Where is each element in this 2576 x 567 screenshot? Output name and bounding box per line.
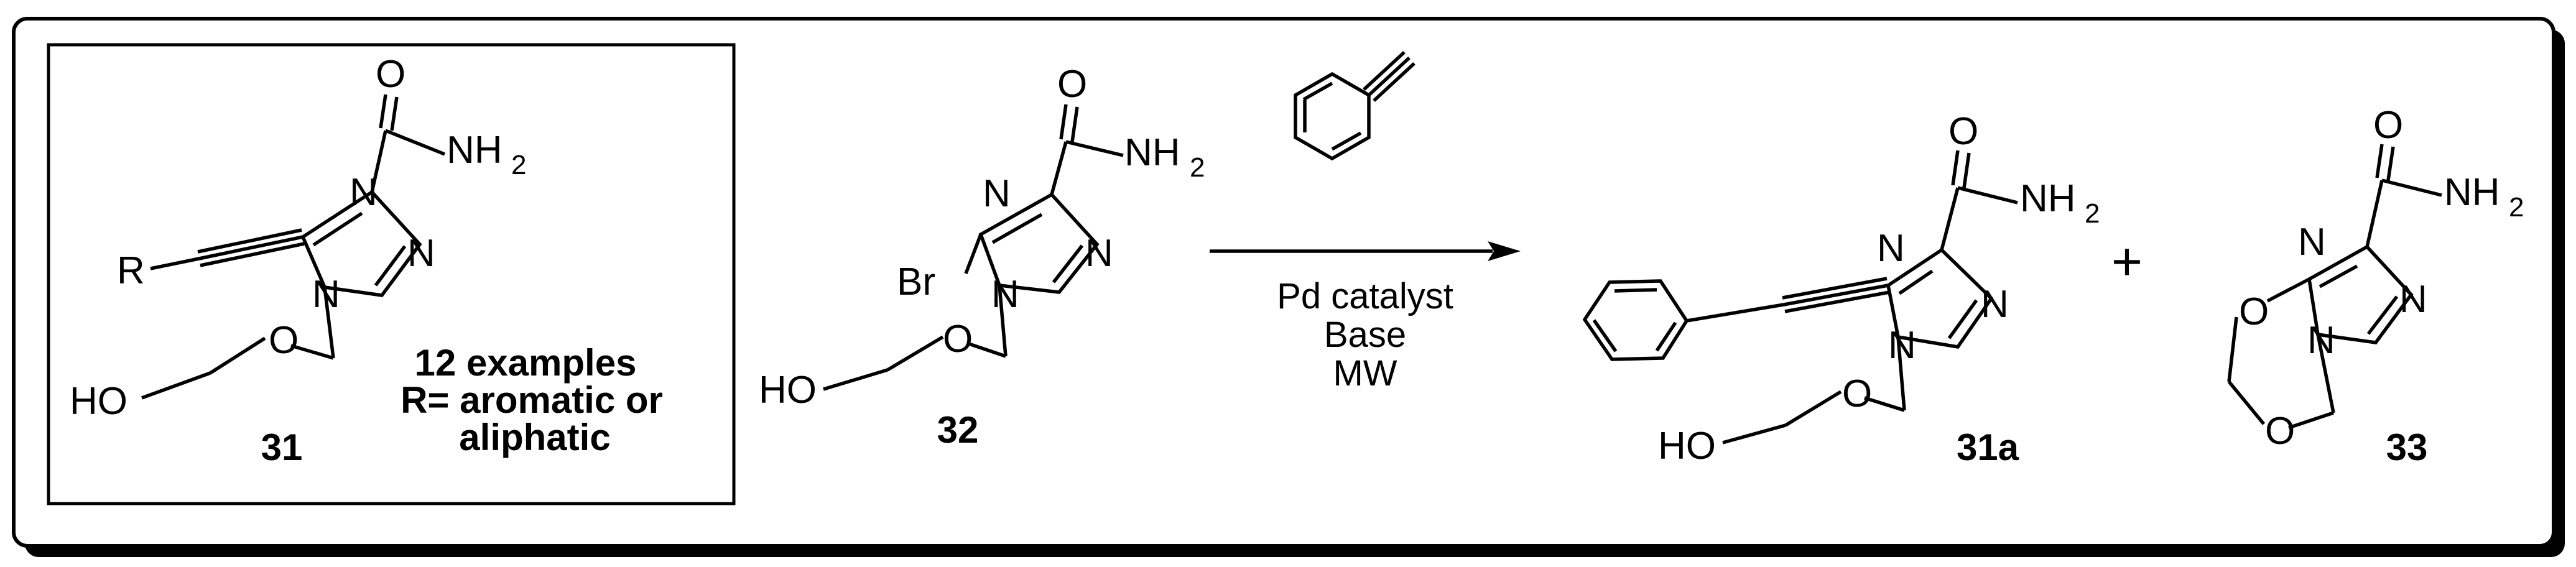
atom-n-bottom: N xyxy=(2307,319,2335,362)
atom-h-subscript: 2 xyxy=(2085,198,2100,229)
phenylacetylene-reagent xyxy=(1294,50,1415,161)
atom-r: R xyxy=(117,249,145,292)
atom-o-carbonyl: O xyxy=(376,53,405,96)
atom-n-right: N xyxy=(1981,283,2009,326)
atom-n-right: N xyxy=(407,232,435,275)
atom-o-carbonyl: O xyxy=(1057,63,1087,106)
compound-31-structure xyxy=(141,94,446,400)
atom-o-ether: O xyxy=(943,318,973,361)
atom-o-ether: O xyxy=(269,319,299,362)
atom-n-bottom: N xyxy=(991,273,1019,316)
compound-31a-structure xyxy=(1582,150,2018,445)
atom-o-ring-top: O xyxy=(2239,290,2269,333)
atom-n-bottom: N xyxy=(1888,324,1916,367)
atom-n-top: N xyxy=(350,171,378,214)
atom-ho: HO xyxy=(759,369,817,412)
inset-r-text-line1: R= aromatic or xyxy=(401,379,663,421)
atom-n-right: N xyxy=(2399,278,2427,321)
inset-examples-text: 12 examples xyxy=(415,342,637,384)
condition-base: Base xyxy=(1324,315,1406,355)
atom-nh: NH xyxy=(447,129,503,172)
scheme-frame xyxy=(12,17,2555,548)
condition-mw: MW xyxy=(1333,353,1397,394)
atom-nh: NH xyxy=(1124,131,1180,174)
atom-n-top: N xyxy=(1877,227,1905,270)
condition-catalyst: Pd catalyst xyxy=(1277,276,1453,316)
atom-nh: NH xyxy=(2444,171,2500,214)
reaction-arrow xyxy=(1210,241,1521,261)
atom-o-carbonyl: O xyxy=(2373,104,2403,147)
inset-box xyxy=(47,43,736,505)
atom-h-subscript: 2 xyxy=(2509,192,2524,223)
atom-h-subscript: 2 xyxy=(511,150,526,180)
atom-n-bottom: N xyxy=(312,273,340,316)
atom-o-carbonyl: O xyxy=(1948,110,1978,153)
atom-h-subscript: 2 xyxy=(1190,152,1205,183)
atom-o-ether: O xyxy=(1842,372,1872,415)
inset-r-text-line2: aliphatic xyxy=(459,417,610,458)
atom-nh: NH xyxy=(2020,177,2076,220)
atom-n-right: N xyxy=(1085,232,1113,275)
atom-ho: HO xyxy=(1658,425,1716,468)
compound-32-structure xyxy=(823,104,1124,391)
atom-ho: HO xyxy=(70,380,127,423)
atom-n-top: N xyxy=(2298,221,2326,264)
compound-label-31: 31 xyxy=(261,426,303,468)
atom-o-ring-bottom: O xyxy=(2265,410,2295,453)
compound-label-33: 33 xyxy=(2386,426,2428,468)
compound-33-structure xyxy=(2227,144,2442,430)
compound-label-32: 32 xyxy=(937,409,979,451)
compound-label-31a: 31a xyxy=(1957,426,2019,468)
atom-n-top: N xyxy=(983,172,1011,215)
atom-br: Br xyxy=(897,260,935,303)
plus-sign: + xyxy=(2111,232,2143,292)
